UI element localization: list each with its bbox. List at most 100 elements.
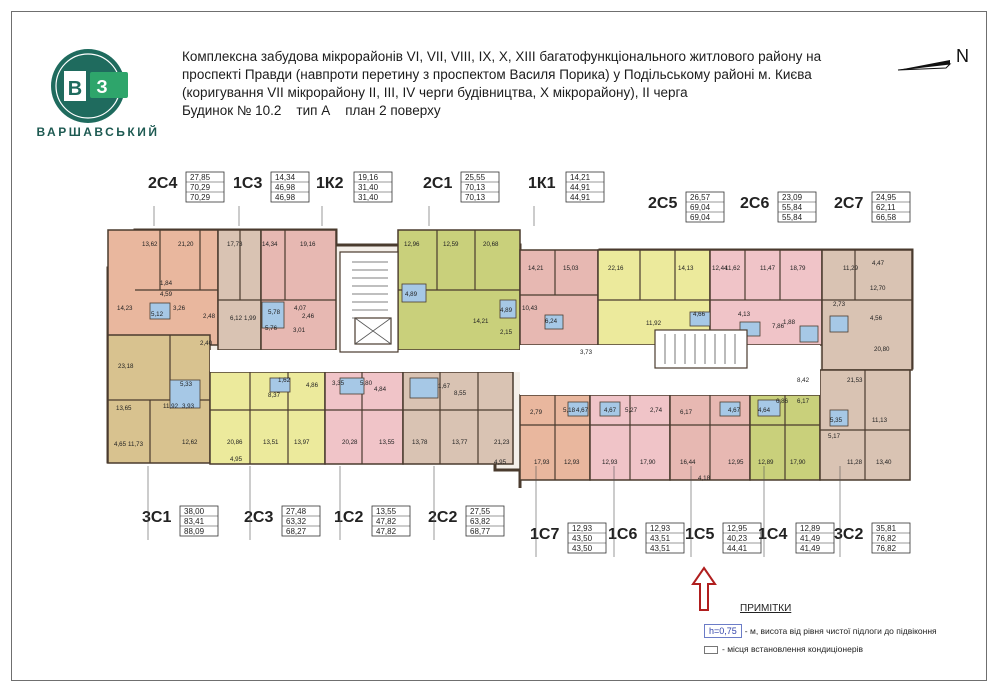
room-area: 12,93 bbox=[564, 459, 580, 466]
area-value: 47,82 bbox=[376, 527, 397, 536]
apartment-code: 2С3 bbox=[244, 509, 273, 526]
apartment-code: 1С7 bbox=[530, 526, 559, 543]
area-value: 70,29 bbox=[190, 183, 211, 192]
area-table bbox=[371, 505, 411, 537]
bathroom bbox=[829, 315, 849, 333]
area-value: 23,09 bbox=[782, 193, 803, 202]
room-area: 4,86 bbox=[306, 382, 319, 389]
room-area: 12,70 bbox=[870, 285, 886, 292]
area-value: 69,04 bbox=[690, 213, 711, 222]
apartment-code: 1С2 bbox=[334, 509, 363, 526]
room-area: 4,59 bbox=[160, 291, 173, 298]
area-value: 26,57 bbox=[690, 193, 711, 202]
area-value: 70,13 bbox=[465, 193, 486, 202]
apartment-code: 2С5 bbox=[648, 195, 677, 212]
room-area: 6,86 bbox=[776, 398, 789, 405]
room-area: 2,40 bbox=[200, 340, 213, 347]
room-area: 2,79 bbox=[530, 409, 543, 416]
apartment-block bbox=[821, 249, 913, 371]
room-area: 11,92 bbox=[163, 403, 179, 410]
room-area: 4,66 bbox=[693, 311, 706, 318]
room-area: 4,67 bbox=[576, 407, 589, 414]
corridor bbox=[210, 350, 520, 372]
bathroom bbox=[599, 401, 621, 417]
bathroom bbox=[409, 377, 439, 399]
area-value: 68,27 bbox=[286, 527, 307, 536]
apartment-block bbox=[107, 229, 219, 346]
arrow-up-icon bbox=[691, 566, 717, 611]
room-area: 5,35 bbox=[830, 417, 843, 424]
room-area: 4,47 bbox=[872, 260, 885, 267]
area-table bbox=[871, 191, 911, 223]
room-area: 4,95 bbox=[494, 459, 507, 466]
room-area: 13,77 bbox=[452, 439, 468, 446]
apartment-code: 1С6 bbox=[608, 526, 637, 543]
area-value: 46,98 bbox=[275, 183, 296, 192]
area-table bbox=[353, 171, 393, 203]
room-area: 17,93 bbox=[534, 459, 550, 466]
area-value: 19,16 bbox=[358, 173, 379, 182]
apartment-code: 2С6 bbox=[740, 195, 769, 212]
apartment-block bbox=[597, 249, 711, 346]
bathroom bbox=[401, 283, 427, 303]
area-value: 25,55 bbox=[465, 173, 486, 182]
room-area: 11,92 bbox=[646, 320, 662, 327]
area-table bbox=[460, 171, 500, 203]
room-area: 5,18 bbox=[563, 407, 576, 414]
room-area: 13,51 bbox=[263, 439, 279, 446]
room-area: 8,55 bbox=[454, 390, 467, 397]
room-area: 14,21 bbox=[473, 318, 489, 325]
room-area: 2,73 bbox=[833, 301, 846, 308]
area-value: 70,29 bbox=[190, 193, 211, 202]
room-area: 12,44 bbox=[712, 265, 728, 272]
room-area: 14,34 bbox=[262, 241, 278, 248]
area-value: 88,09 bbox=[184, 527, 205, 536]
apartment-code: 1С4 bbox=[758, 526, 787, 543]
room-area: 3,93 bbox=[182, 403, 195, 410]
room-area: 5,12 bbox=[151, 311, 164, 318]
bathroom bbox=[757, 399, 781, 417]
room-area: 4,67 bbox=[728, 407, 741, 414]
title-line-3: (коригування VII мікрорайону II, III, IV… bbox=[182, 85, 688, 100]
title-line-2: проспекті Правди (навпроти перетину з пр… bbox=[182, 67, 812, 82]
room-area: 11,47 bbox=[760, 265, 776, 272]
area-value: 70,13 bbox=[465, 183, 486, 192]
area-table bbox=[270, 171, 310, 203]
bathroom bbox=[499, 299, 517, 319]
area-value: 14,34 bbox=[275, 173, 296, 182]
area-table bbox=[281, 505, 321, 537]
room-area: 13,40 bbox=[876, 459, 892, 466]
room-area: 19,16 bbox=[300, 241, 316, 248]
bathroom bbox=[567, 401, 589, 417]
room-area: 2,74 bbox=[650, 407, 663, 414]
apartment-code: 1К2 bbox=[316, 175, 344, 192]
room-area: 5,80 bbox=[360, 380, 373, 387]
note-height: h=0,75- м, висота від рівня чистої підло… bbox=[704, 624, 937, 638]
bathroom bbox=[689, 311, 711, 327]
area-value: 40,23 bbox=[727, 534, 748, 543]
room-area: 23,18 bbox=[118, 363, 134, 370]
area-value: 41,49 bbox=[800, 534, 821, 543]
room-area: 2,15 bbox=[500, 329, 513, 336]
apartment-code: 3С1 bbox=[142, 509, 171, 526]
bathroom bbox=[149, 302, 171, 320]
north-label: N bbox=[956, 46, 969, 66]
logo: В З bbox=[51, 49, 128, 123]
apartment-code: 1К1 bbox=[528, 175, 556, 192]
bathroom bbox=[269, 377, 291, 393]
room-area: 4,89 bbox=[405, 291, 418, 298]
room-area: 11,29 bbox=[843, 265, 859, 272]
room-area: 21,53 bbox=[847, 377, 863, 384]
area-value: 66,58 bbox=[876, 213, 897, 222]
room-area: 6,12 bbox=[230, 315, 243, 322]
room-area: 5,78 bbox=[268, 309, 281, 316]
room-area: 12,62 bbox=[182, 439, 198, 446]
page-title: Комплексна забудова мікрорайонів VI, VII… bbox=[182, 48, 892, 120]
area-table bbox=[565, 171, 605, 203]
room-area: 6,17 bbox=[680, 409, 693, 416]
room-area: 4,67 bbox=[604, 407, 617, 414]
bathroom bbox=[339, 377, 365, 395]
room-area: 12,89 bbox=[758, 459, 774, 466]
area-value: 43,51 bbox=[650, 544, 671, 553]
area-value: 43,50 bbox=[572, 534, 593, 543]
